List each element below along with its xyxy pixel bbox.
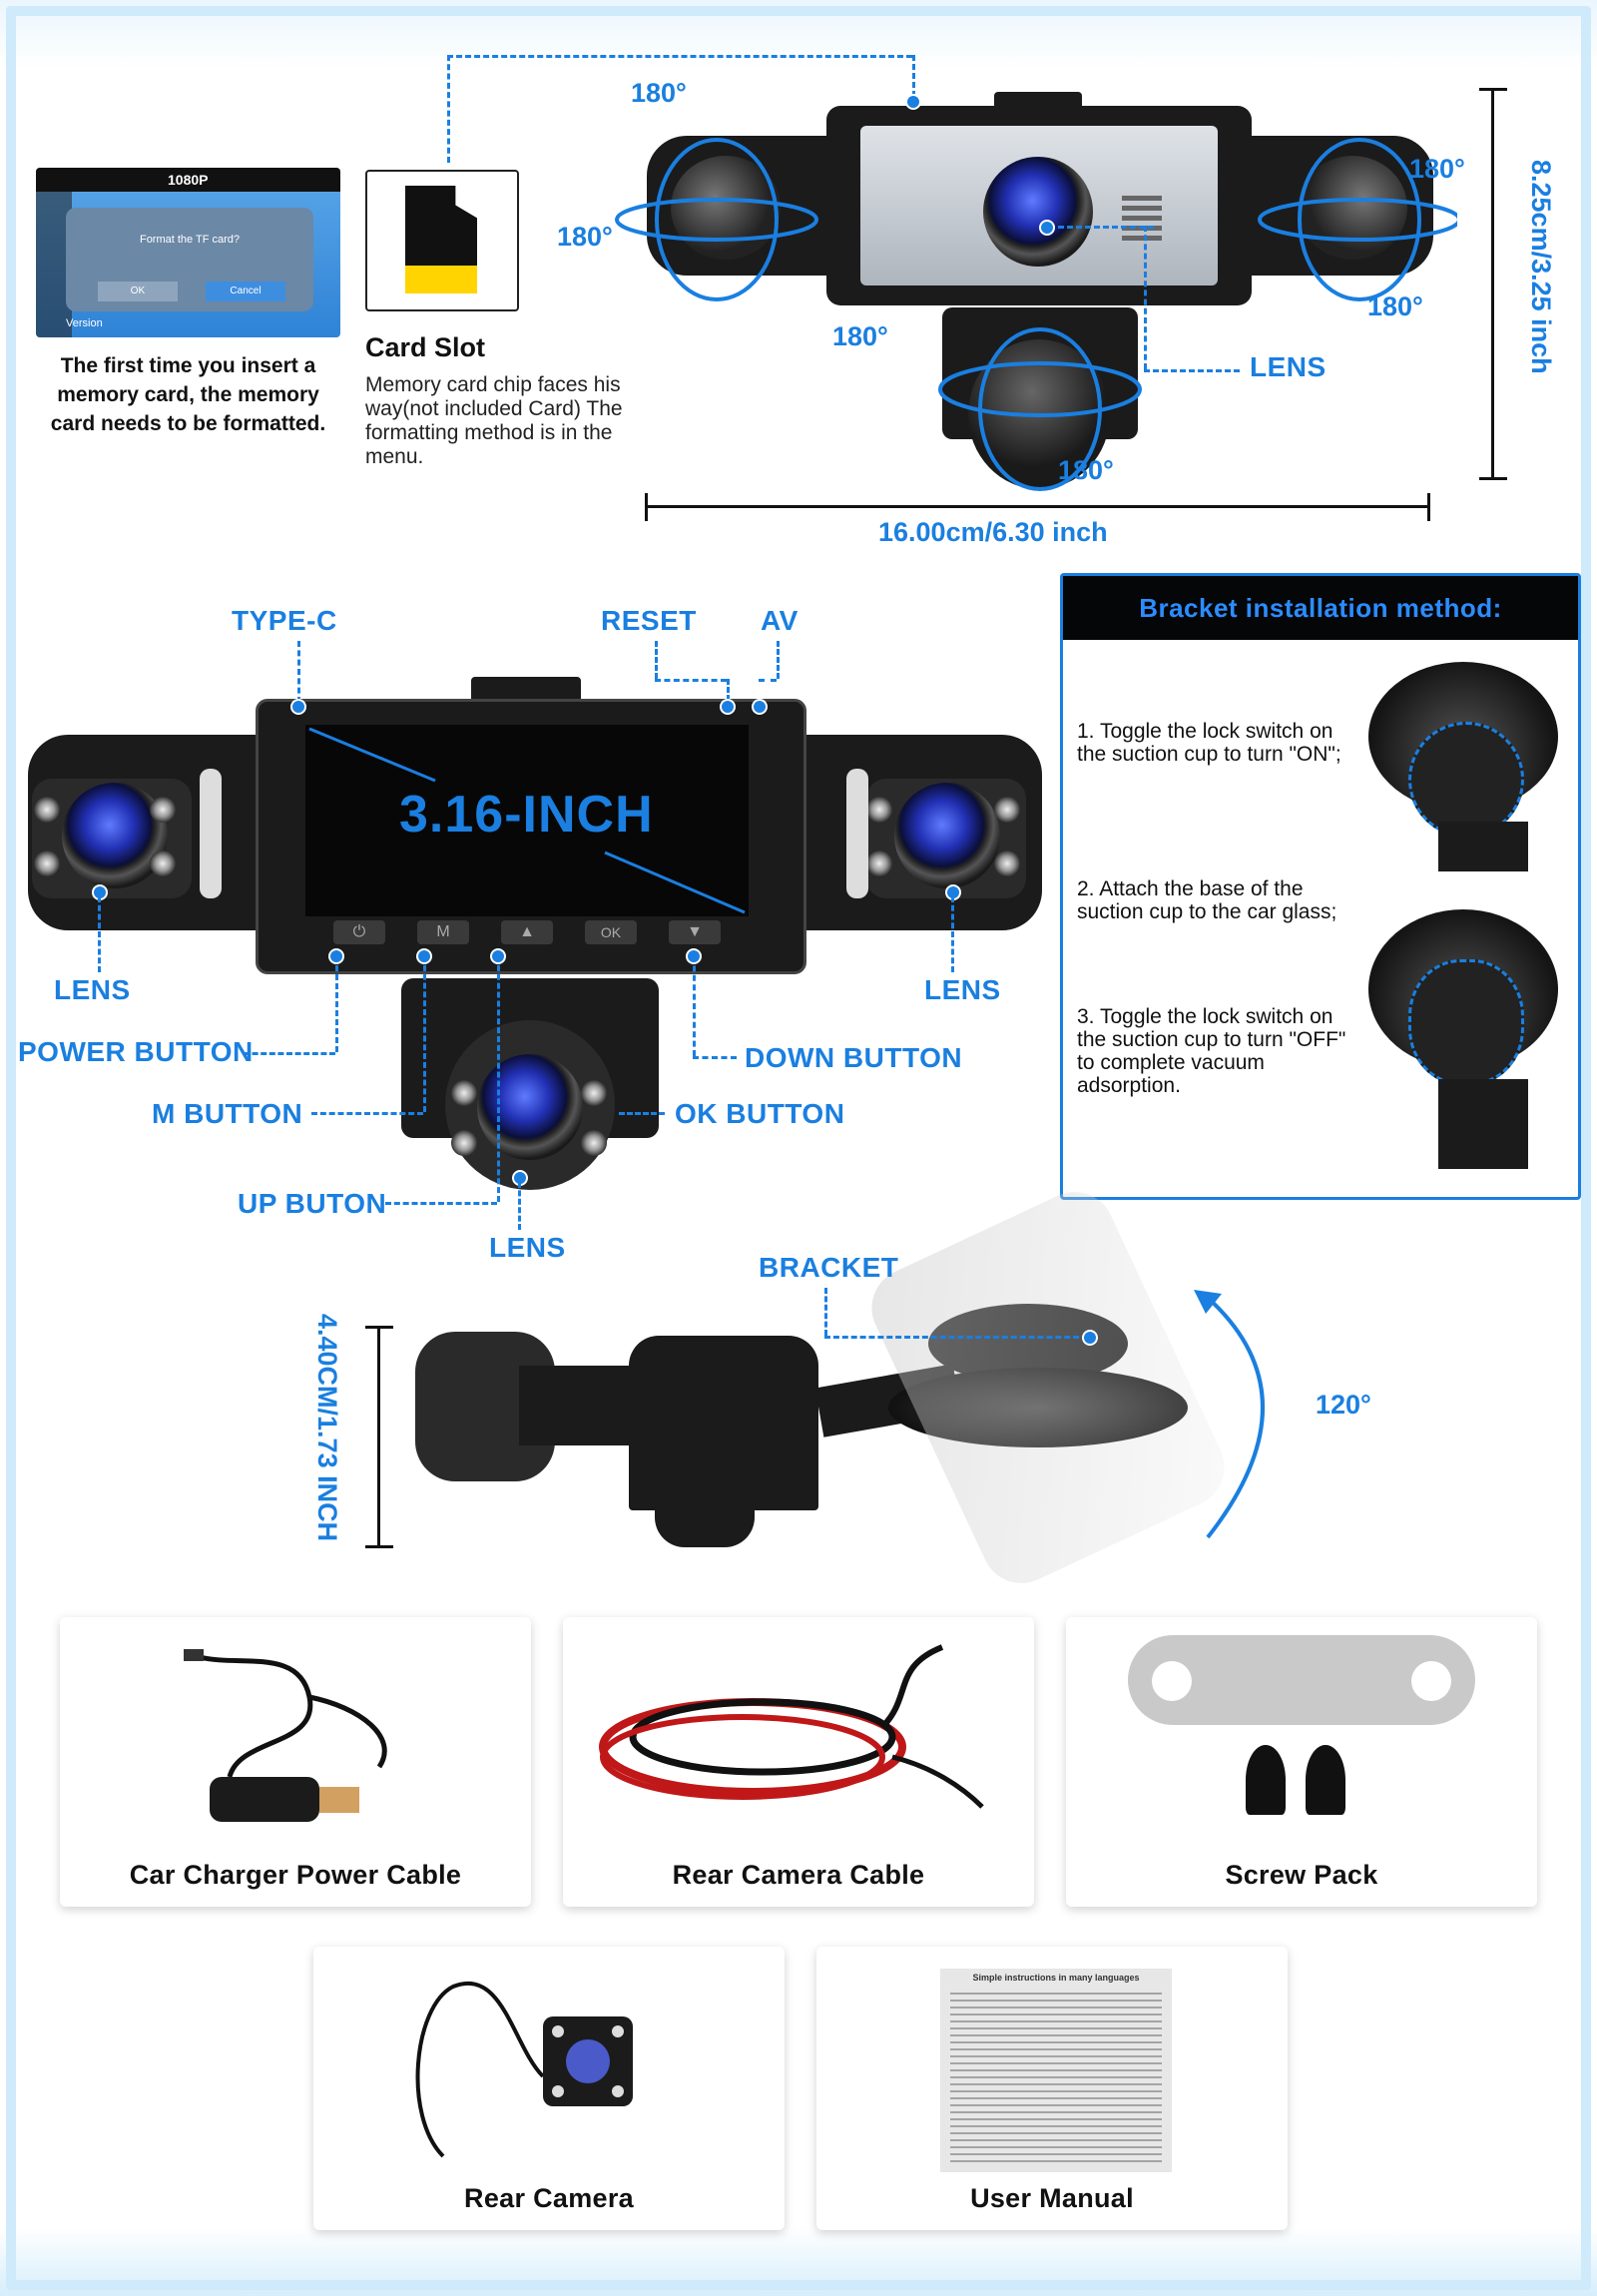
ok-key[interactable]: OK	[585, 920, 637, 944]
side-height-dimension: 4.40CM/1.73 INCH	[312, 1314, 342, 1542]
type-c-label: TYPE-C	[232, 605, 337, 636]
bracket-step-3: 3. Toggle the lock switch on the suction…	[1077, 1005, 1346, 1097]
suction-cup-image-2	[1368, 909, 1568, 1179]
accessory-screw-pack: Screw Pack	[1066, 1617, 1537, 1907]
reset-label: RESET	[601, 605, 697, 636]
accessory-user-manual: Simple instructions in many languages Us…	[816, 1947, 1288, 2230]
ok-button-label: OK BUTTON	[675, 1098, 845, 1129]
up-button-label: UP BUTON	[238, 1188, 387, 1219]
rotation-label-2: 180°	[557, 222, 613, 252]
bracket-panel-title: Bracket installation method:	[1063, 576, 1578, 640]
tilt-angle-label: 120°	[1316, 1390, 1371, 1420]
bracket-installation-panel: Bracket installation method: 1. Toggle t…	[1060, 573, 1581, 1200]
rotation-label-4: 180°	[1367, 291, 1423, 321]
card-slot-title: Card Slot	[365, 332, 486, 362]
width-dimension: 16.00cm/6.30 inch	[878, 517, 1108, 547]
accessory-label-rear-cable: Rear Camera Cable	[672, 1860, 925, 1890]
format-prompt: Format the TF card?	[139, 234, 241, 246]
down-button-label: DOWN BUTTON	[745, 1042, 963, 1073]
accessory-label-screw-pack: Screw Pack	[1225, 1860, 1378, 1890]
sd-card-box	[365, 170, 519, 311]
up-key[interactable]: ▲	[501, 920, 553, 944]
accessory-rear-camera: Rear Camera	[313, 1947, 785, 2230]
version-label: Version	[66, 317, 103, 329]
format-dialog: Format the TF card? OK Cancel	[66, 208, 313, 311]
screen-size-label: 3.16-INCH	[399, 786, 654, 844]
accessory-label-charger: Car Charger Power Cable	[129, 1860, 462, 1890]
accessory-car-charger: Car Charger Power Cable	[60, 1617, 531, 1907]
right-lens-label: LENS	[924, 974, 1001, 1005]
tf-card-screen: 1080P Format the TF card? OK Cancel Vers…	[36, 168, 340, 337]
rotation-arcs	[615, 138, 1457, 491]
height-dimension: 8.25cm/3.25 inch	[1526, 160, 1556, 374]
rotation-label-3: 180°	[1409, 154, 1465, 184]
down-key[interactable]: ▼	[669, 920, 721, 944]
m-button-label: M BUTTON	[152, 1098, 303, 1129]
bracket-label: BRACKET	[759, 1252, 899, 1283]
bracket-step-1: 1. Toggle the lock switch on the suction…	[1077, 720, 1341, 766]
sd-card-icon	[405, 186, 477, 293]
manual-page: Simple instructions in many languages	[940, 1969, 1172, 2172]
tf-resolution: 1080P	[168, 172, 209, 188]
rotation-label-1: 180°	[631, 78, 687, 108]
format-note: The first time you insert a memory card,…	[50, 354, 326, 435]
accessory-label-user-manual: User Manual	[970, 2183, 1134, 2213]
bottom-lens-label: LENS	[489, 1232, 566, 1263]
rotation-label-6: 180°	[1058, 455, 1114, 485]
left-lens-label: LENS	[54, 974, 131, 1005]
power-key[interactable]: ⏻	[333, 920, 385, 944]
accessory-label-rear-camera: Rear Camera	[464, 2183, 634, 2213]
manual-title: Simple instructions in many languages	[972, 1973, 1140, 1983]
top-lens-label: LENS	[1250, 351, 1327, 382]
screen-diagonal	[308, 727, 746, 914]
power-button-label: POWER BUTTON	[18, 1036, 254, 1067]
accessory-rear-cable: Rear Camera Cable	[563, 1617, 1034, 1907]
format-ok-button[interactable]: OK	[98, 282, 178, 301]
tilt-arc	[1194, 1290, 1265, 1539]
card-slot-description: Memory card chip faces his way(not inclu…	[365, 373, 623, 468]
rotation-label-5: 180°	[832, 321, 888, 351]
format-cancel-button[interactable]: Cancel	[206, 282, 285, 301]
av-label: AV	[761, 605, 798, 636]
suction-cup-image-1	[1368, 662, 1568, 881]
m-key[interactable]: M	[417, 920, 469, 944]
bracket-step-2: 2. Attach the base of the suction cup to…	[1077, 877, 1337, 923]
